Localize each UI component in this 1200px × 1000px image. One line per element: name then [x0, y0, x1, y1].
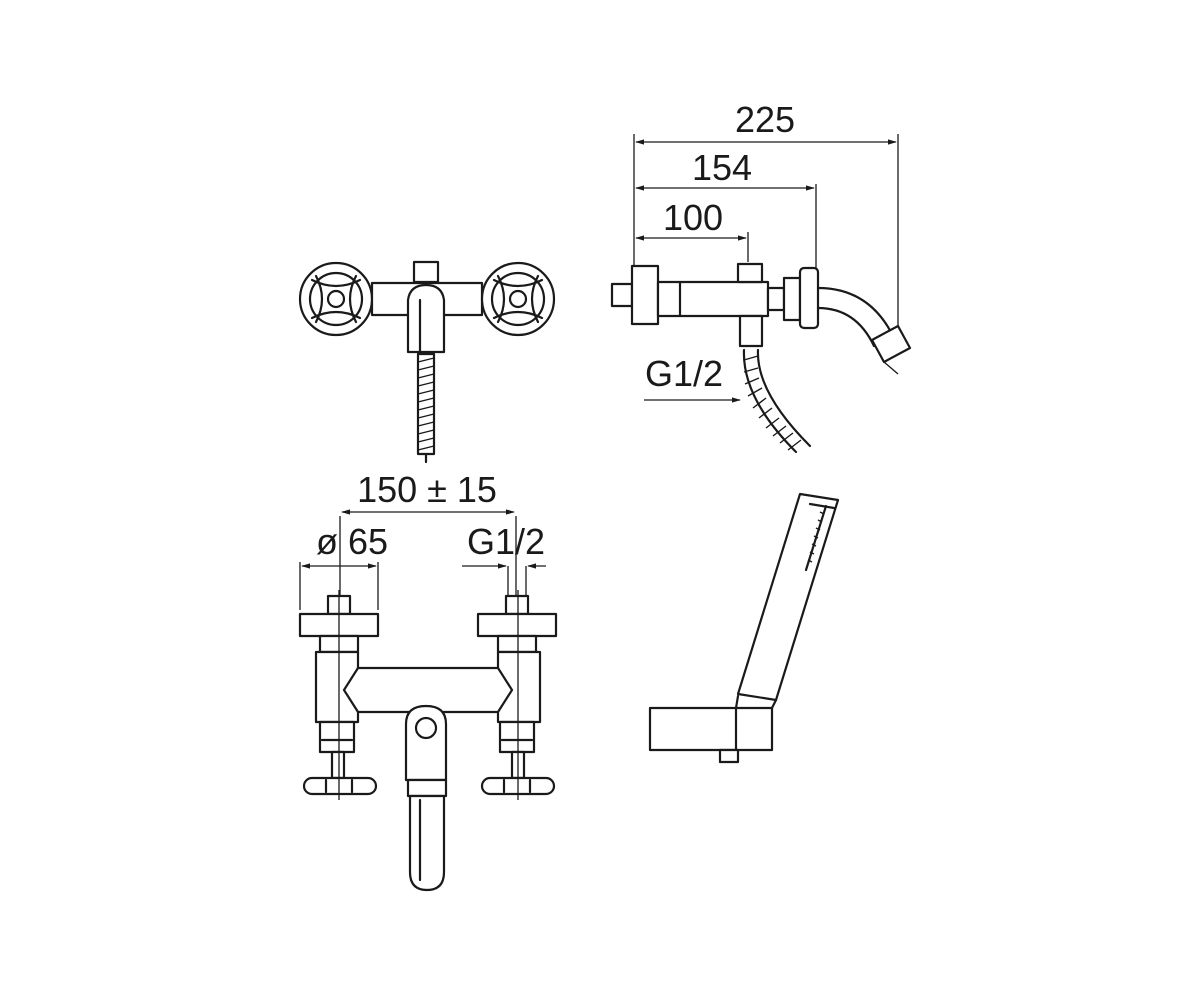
hand-shower-handle: [736, 492, 840, 702]
dim-label-diameter: ø 65: [316, 521, 388, 562]
mixer-body-front: [342, 666, 514, 714]
wall-connector-side: [610, 282, 634, 308]
front-thread-label: G1/2: [467, 521, 545, 562]
left-cross-handle-front: [302, 776, 378, 796]
cross-handle-side: [798, 266, 820, 330]
dim-label-154: 154: [692, 147, 752, 188]
rosette-side: [630, 264, 660, 326]
side-view: 225 154 100 G1/2: [610, 99, 912, 454]
hose-connector-side: [738, 314, 764, 348]
top-view: [298, 260, 556, 464]
mixer-body-side: [656, 280, 770, 318]
dim-label-100: 100: [663, 197, 723, 238]
side-thread-label: G1/2: [645, 353, 723, 394]
left-cross-handle-top: [298, 261, 374, 337]
diverter-knob-side: [736, 262, 764, 284]
spout-side: [816, 286, 894, 336]
dim-label-225: 225: [735, 99, 795, 140]
outlet-top: [406, 283, 446, 354]
shower-holder: [648, 706, 774, 752]
front-view: 150 ± 15 ø 65 G1/2: [298, 469, 558, 892]
diverter-knob-top: [412, 260, 440, 284]
spout-front: [404, 704, 448, 892]
hose-top: [416, 352, 436, 464]
hand-shower: [648, 492, 840, 764]
right-cross-handle-top: [480, 261, 556, 337]
dim-label-150: 150 ± 15: [357, 469, 497, 510]
